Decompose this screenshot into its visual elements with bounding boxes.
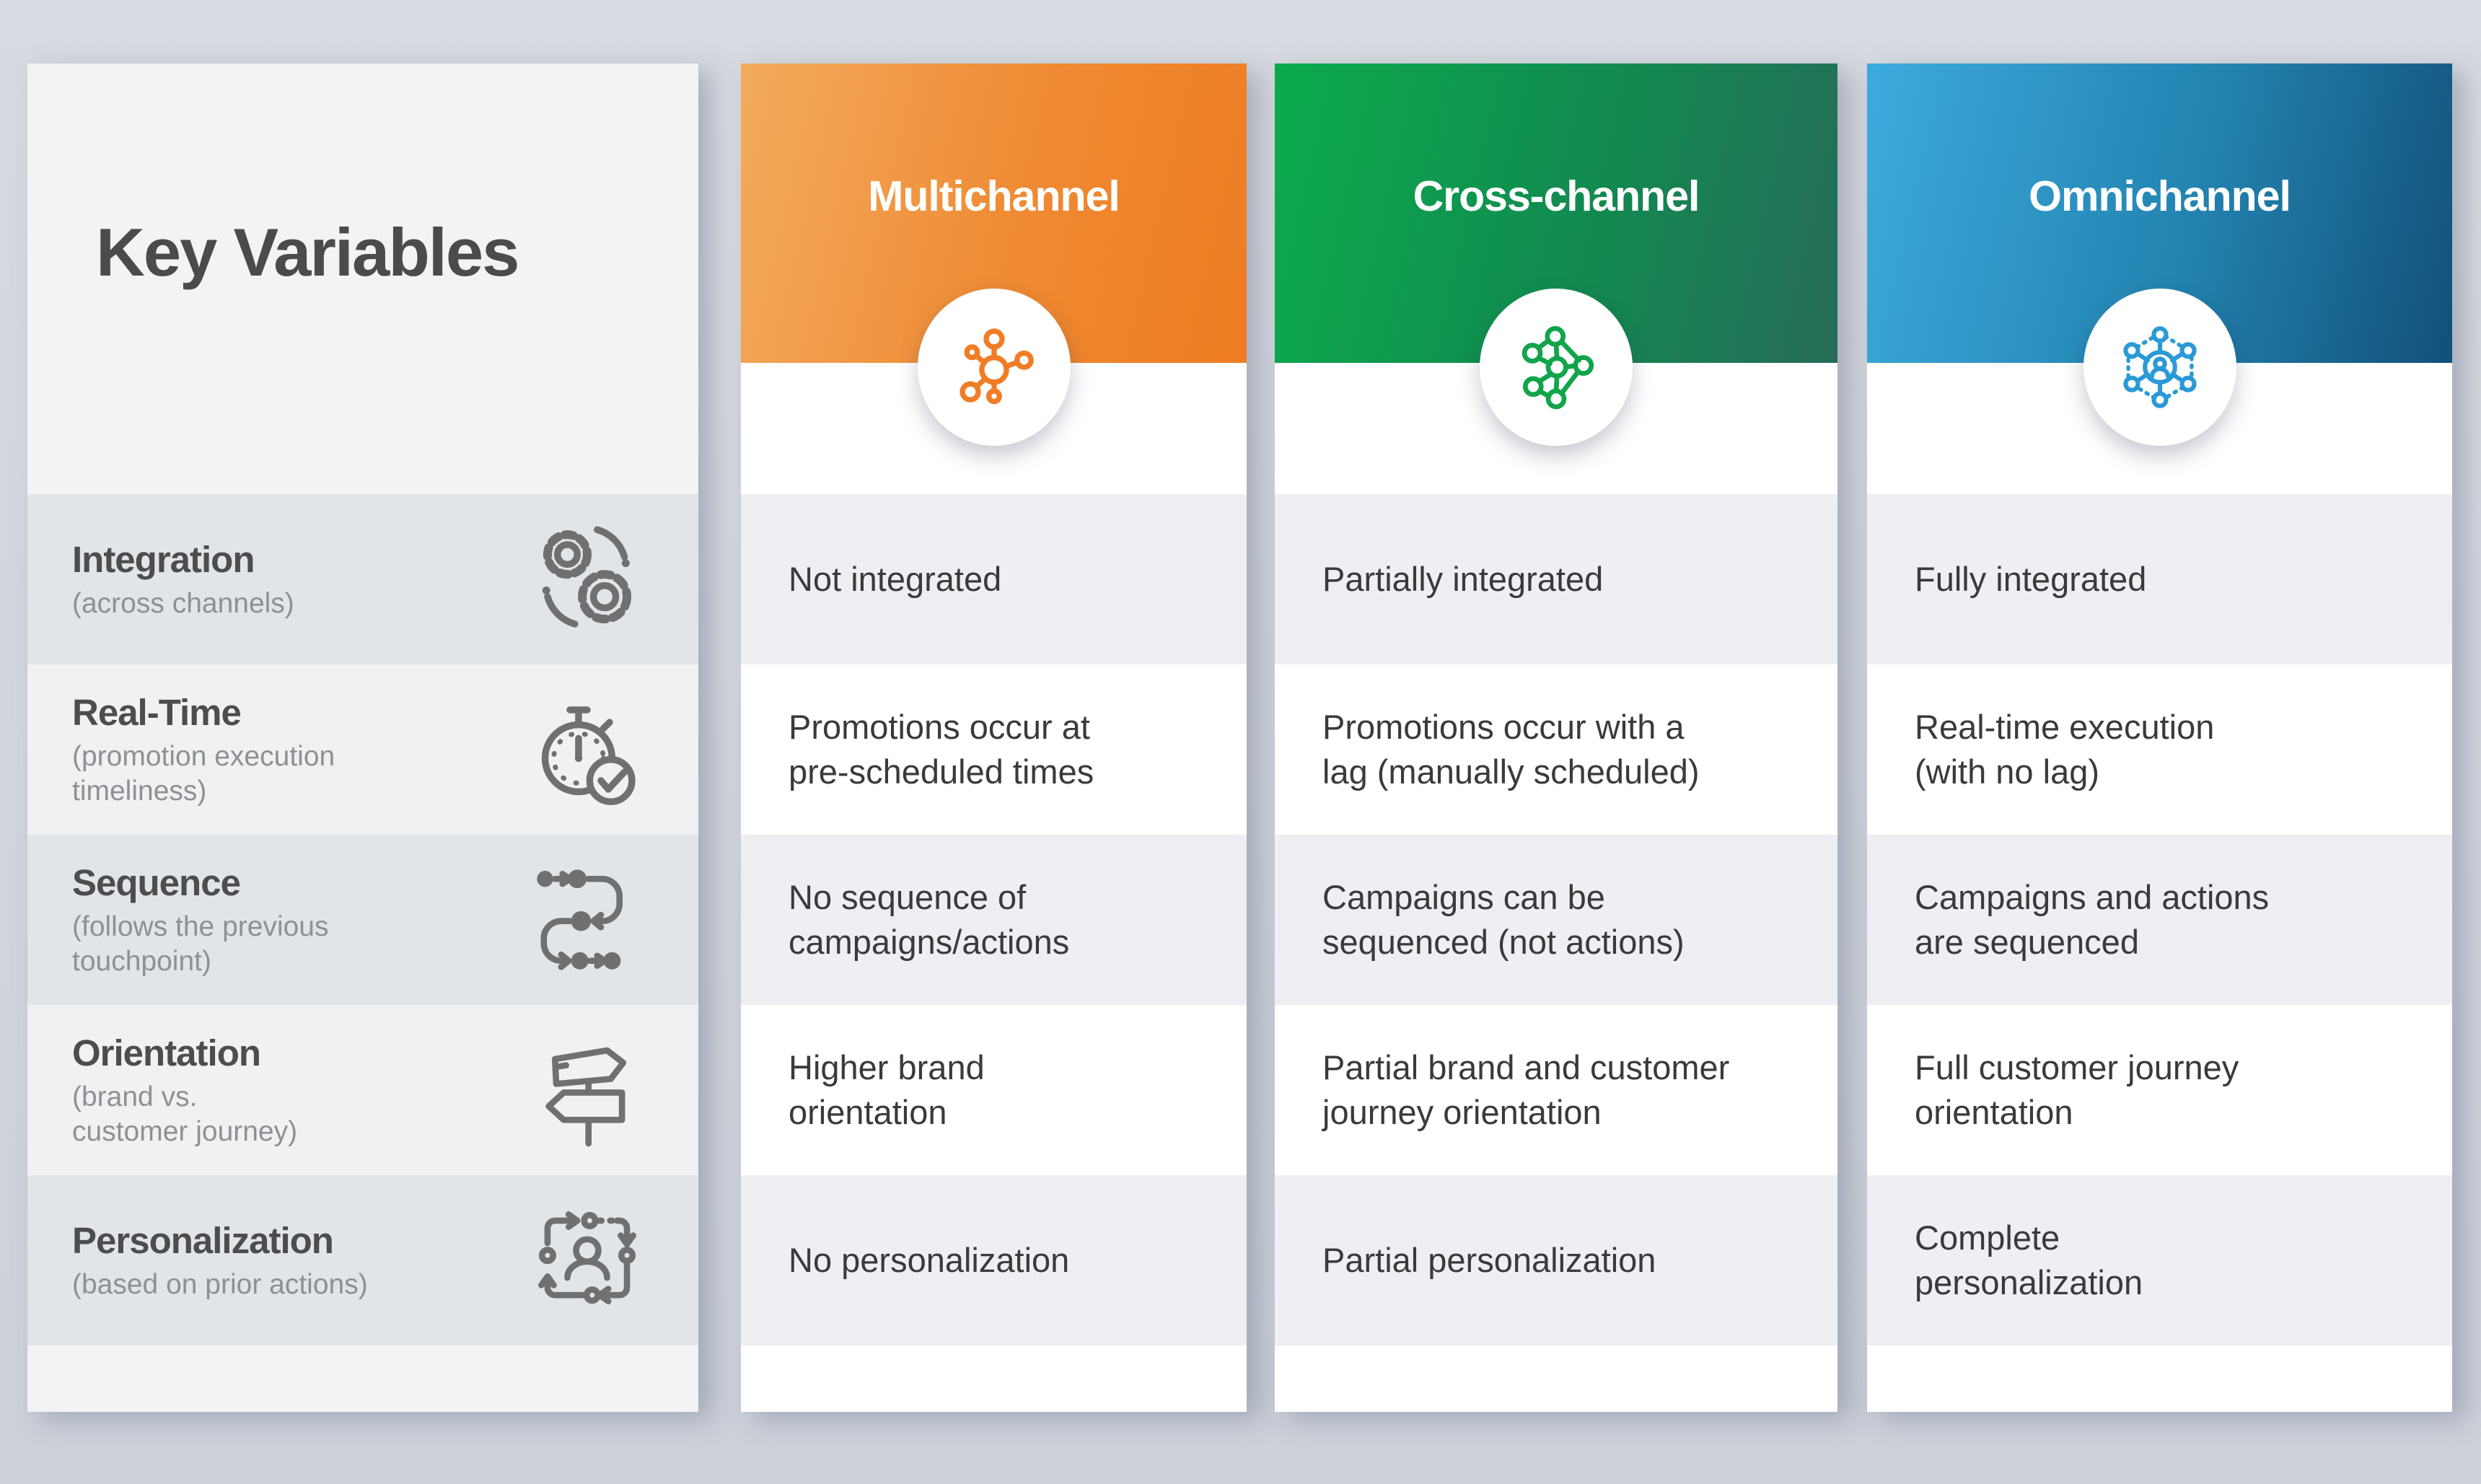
multichannel-column: Multichannel Not integrated Promotions o… [741, 63, 1247, 1412]
column-title: Cross-channel [1413, 172, 1700, 220]
omnichannel-badge [2083, 289, 2236, 446]
variable-note: (promotion execution timeliness) [72, 740, 335, 807]
variable-note: (follows the previous touchpoint) [72, 910, 329, 977]
sequence-path-icon [520, 853, 654, 987]
variable-note: (across channels) [72, 587, 294, 619]
multichannel-badge [917, 289, 1071, 446]
cell-multichannel-orientation: Higher brand orientation [741, 1005, 1247, 1175]
variable-row-integration: Integration (across channels) [27, 494, 698, 664]
cross-channel-column: Cross-channel Partially int [1275, 63, 1837, 1412]
variable-name: Integration [72, 538, 255, 580]
hub-spoke-icon [959, 328, 1034, 405]
network-nodes-icon [1521, 325, 1594, 410]
cell-multichannel-sequence: No sequence of campaigns/actions [741, 835, 1247, 1005]
column-footer [1867, 1345, 2452, 1412]
variable-row-sequence: Sequence (follows the previous touchpoin… [27, 835, 698, 1005]
cross-channel-badge [1480, 289, 1633, 446]
cell-cross-channel-personalization: Partial personalization [1275, 1175, 1837, 1345]
column-footer [1275, 1345, 1837, 1412]
variable-name: Real-Time [72, 691, 242, 733]
signpost-icon [520, 1024, 654, 1157]
cell-cross-channel-integration: Partially integrated [1275, 494, 1837, 664]
variable-text: Personalization (based on prior actions) [72, 1219, 368, 1302]
omnichannel-column: Omnichannel Fully [1867, 63, 2452, 1412]
column-title: Omnichannel [2029, 172, 2291, 220]
variable-row-orientation: Orientation (brand vs. customer journey) [27, 1005, 698, 1175]
cell-cross-channel-orientation: Partial brand and customer journey orien… [1275, 1005, 1837, 1175]
variable-note: (brand vs. customer journey) [72, 1081, 298, 1147]
variable-text: Real-Time (promotion execution timelines… [72, 691, 335, 808]
variable-text: Integration (across channels) [72, 538, 294, 621]
panel-title-area: Key Variables [27, 63, 698, 494]
variable-text: Sequence (follows the previous touchpoin… [72, 861, 329, 978]
cell-multichannel-personalization: No personalization [741, 1175, 1247, 1345]
variable-name: Personalization [72, 1219, 334, 1261]
variable-note: (based on prior actions) [72, 1268, 368, 1300]
variable-row-personalization: Personalization (based on prior actions) [27, 1175, 698, 1345]
cell-omnichannel-orientation: Full customer journey orientation [1867, 1005, 2452, 1175]
gears-sync-icon [520, 513, 654, 646]
cell-multichannel-integration: Not integrated [741, 494, 1247, 664]
cell-multichannel-real-time: Promotions occur at pre-scheduled times [741, 664, 1247, 835]
person-cycle-icon [520, 1194, 654, 1327]
stopwatch-check-icon [520, 683, 654, 817]
cell-cross-channel-sequence: Campaigns can be sequenced (not actions) [1275, 835, 1837, 1005]
variable-name: Orientation [72, 1032, 261, 1074]
cell-omnichannel-real-time: Real-time execution (with no lag) [1867, 664, 2452, 835]
panel-footer [27, 1345, 698, 1412]
cell-omnichannel-sequence: Campaigns and actions are sequenced [1867, 835, 2452, 1005]
cell-cross-channel-real-time: Promotions occur with a lag (manually sc… [1275, 664, 1837, 835]
variable-name: Sequence [72, 861, 241, 903]
variable-row-real-time: Real-Time (promotion execution timelines… [27, 664, 698, 835]
column-footer [741, 1345, 1247, 1412]
variable-text: Orientation (brand vs. customer journey) [72, 1032, 297, 1149]
page-title: Key Variables [96, 214, 519, 290]
column-title: Multichannel [868, 172, 1120, 220]
cell-omnichannel-integration: Fully integrated [1867, 494, 2452, 664]
person-network-icon [2122, 326, 2197, 408]
key-variables-panel: Key Variables Integration (across channe… [27, 63, 698, 1412]
cell-omnichannel-personalization: Complete personalization [1867, 1175, 2452, 1345]
